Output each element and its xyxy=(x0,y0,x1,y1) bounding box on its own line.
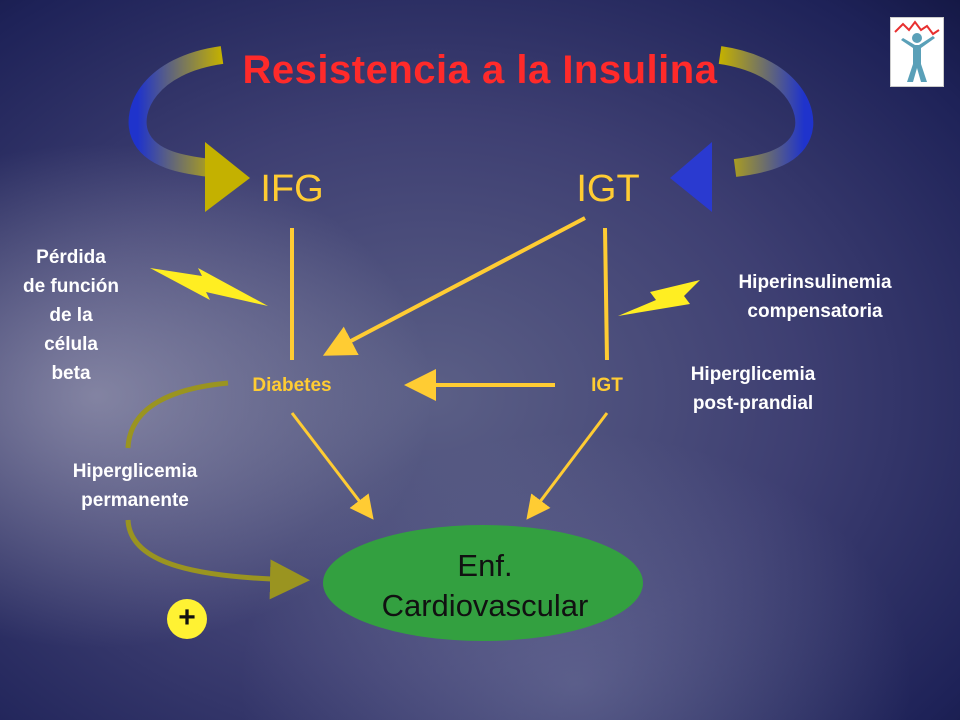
label-line: Pérdida xyxy=(36,247,106,268)
cardiovascular-ellipse xyxy=(323,525,643,641)
label-hiperglicemia-postprandial: Hiperglicemia post-prandial xyxy=(648,360,858,418)
diabetes-to-cardio-arrow xyxy=(290,412,374,520)
page-title: Resistencia a la Insulina xyxy=(242,48,718,92)
label-line: Hiperinsulinemia xyxy=(738,272,892,293)
label-line: compensatoria xyxy=(747,301,883,322)
node-igt-mid: IGT xyxy=(591,375,623,396)
right-loop-arrow xyxy=(670,46,814,212)
lightning-bolt-icon xyxy=(150,268,268,306)
human-figure-logo xyxy=(890,17,944,87)
igt-to-diabetes-arrow xyxy=(322,216,586,356)
label-line: Hiperglicemia xyxy=(72,461,198,482)
label-line: de función xyxy=(22,276,120,297)
label-line: célula xyxy=(44,334,98,355)
label-line: post-prandial xyxy=(692,393,814,414)
label-line: permanente xyxy=(81,490,189,511)
igt-to-cardio-arrow xyxy=(526,412,609,520)
diagram-arrows xyxy=(290,216,609,520)
permanent-curve-arrows xyxy=(125,380,310,600)
label-perdida-funcion: Pérdida de función de la célula beta xyxy=(0,243,142,388)
igt-igt-line xyxy=(603,227,609,361)
label-line: Hiperglicemia xyxy=(690,364,816,385)
node-igt-top: IGT xyxy=(576,168,640,210)
label-hiperinsulinemia: Hiperinsulinemia compensatoria xyxy=(700,268,930,326)
node-diabetes: Diabetes xyxy=(252,375,332,396)
plus-badge: + xyxy=(167,599,207,639)
cardio-line-1: Enf. xyxy=(457,548,513,583)
cardio-line-2: Cardiovascular xyxy=(381,588,589,623)
node-ifg: IFG xyxy=(260,168,324,210)
label-line: de la xyxy=(49,305,93,326)
node-cardiovascular: Enf. Cardiovascular xyxy=(340,546,630,626)
lightning-bolt-icon xyxy=(618,280,700,316)
label-hiperglicemia-permanente: Hiperglicemia permanente xyxy=(35,457,235,515)
left-loop-arrow xyxy=(128,46,250,212)
label-line: beta xyxy=(51,363,91,384)
